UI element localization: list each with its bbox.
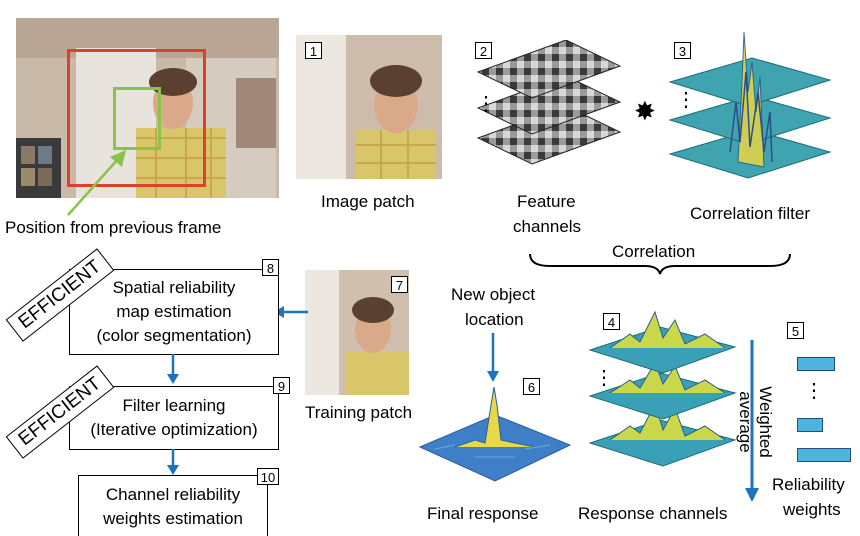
weighted-line-2: average xyxy=(736,391,755,453)
channel-line-2: weights estimation xyxy=(103,509,243,528)
image-patch xyxy=(296,35,442,179)
reliability-bar-1 xyxy=(797,357,835,371)
step-number-7: 7 xyxy=(391,276,408,293)
reliability-bar-2 xyxy=(797,418,823,432)
search-region-box xyxy=(67,49,206,187)
training-patch-label: Training patch xyxy=(305,403,413,422)
position-label: Position from previous frame xyxy=(5,218,222,237)
spatial-reliability-box: Spatial reliability map estimation (colo… xyxy=(69,269,279,355)
ellipsis-filter: ⋮ xyxy=(676,89,696,111)
correlation-label: Correlation xyxy=(612,242,696,261)
filter-learning-box: Filter learning (Iterative optimization) xyxy=(69,386,279,450)
correlation-brace xyxy=(529,253,791,275)
ellipsis-features: ⋮ xyxy=(476,93,496,115)
step-number-2: 2 xyxy=(475,42,492,59)
step-number-8: 8 xyxy=(262,259,279,276)
new-object-arrow xyxy=(487,333,499,382)
weighted-average-arrow xyxy=(745,340,759,502)
final-response-label: Final response xyxy=(427,504,539,523)
final-response-surface xyxy=(418,386,572,482)
channel-reliability-box: Channel reliability weights estimation xyxy=(78,475,268,536)
response-channels-label: Response channels xyxy=(578,504,728,523)
training-arrow xyxy=(274,306,308,318)
weighted-average-label: Weighted average xyxy=(724,368,784,458)
step-number-1: 1 xyxy=(305,42,322,59)
weighted-line-1: Weighted xyxy=(756,386,775,458)
reliability-label-2: weights xyxy=(783,500,841,519)
spatial-line-2: map estimation xyxy=(116,302,232,321)
image-patch-label: Image patch xyxy=(321,192,415,211)
step-number-3: 3 xyxy=(674,42,691,59)
reliability-label-1: Reliability xyxy=(772,475,845,494)
step-number-9: 9 xyxy=(273,377,290,394)
reliability-bar-3 xyxy=(797,448,851,462)
scene-photo xyxy=(16,18,279,198)
spatial-line-3: (color segmentation) xyxy=(96,326,252,345)
step-number-6: 6 xyxy=(523,378,540,395)
arrow-9-to-10 xyxy=(167,449,179,475)
ellipsis-weights: ⋮ xyxy=(804,380,824,402)
ellipsis-response: ⋮ xyxy=(594,367,614,389)
arrow-8-to-9 xyxy=(167,354,179,384)
step-number-4: 4 xyxy=(603,313,620,330)
target-box xyxy=(113,87,161,150)
filter-line-1: Filter learning xyxy=(122,396,226,415)
new-object-label-1: New object xyxy=(451,285,536,304)
new-object-label-2: location xyxy=(465,310,524,329)
feature-label-1: Feature xyxy=(517,192,576,211)
position-arrow xyxy=(67,150,126,216)
filter-line-2: (Iterative optimization) xyxy=(90,420,258,439)
channel-line-1: Channel reliability xyxy=(105,485,241,504)
feature-label-2: channels xyxy=(513,217,582,236)
spatial-line-1: Spatial reliability xyxy=(112,278,236,297)
correlation-star-icon: ✸ xyxy=(634,96,656,126)
feature-channels-stack xyxy=(476,40,622,165)
step-number-10: 10 xyxy=(257,468,279,485)
correlation-filter-stack xyxy=(668,31,832,179)
correlation-filter-label: Correlation filter xyxy=(690,204,810,223)
step-number-5: 5 xyxy=(787,322,804,339)
response-channels-stack xyxy=(588,310,737,467)
